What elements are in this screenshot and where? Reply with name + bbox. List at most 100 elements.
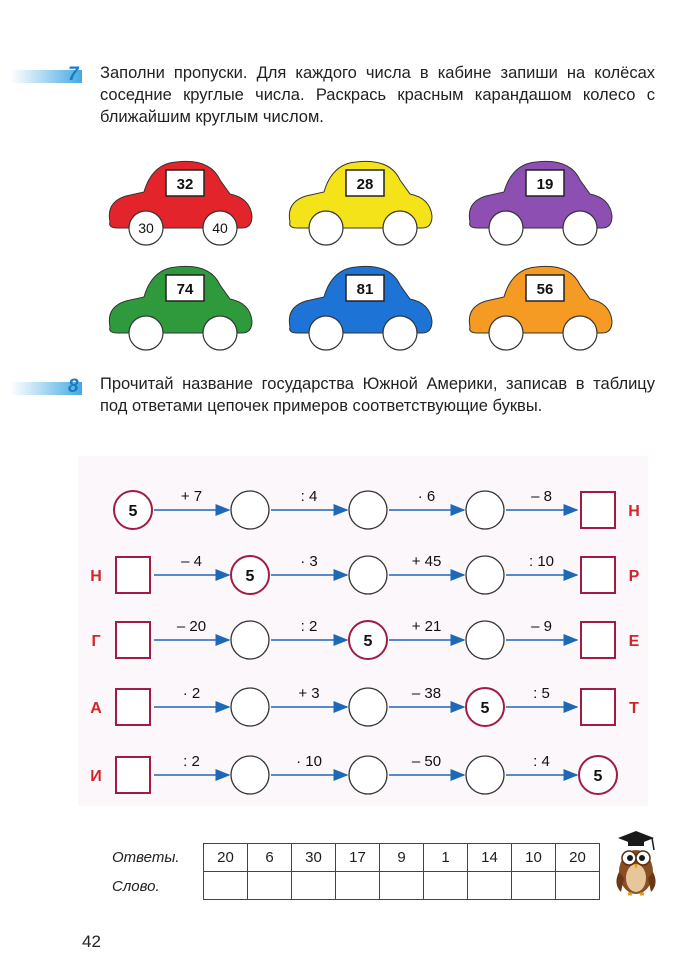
chain-start-letter: Г <box>91 633 100 650</box>
chain-start-number: 5 <box>481 700 490 717</box>
chain-start-letter: А <box>90 700 102 717</box>
car-cab-number: 74 <box>177 281 194 298</box>
chain-circle <box>230 755 270 795</box>
car-wheel-left <box>308 315 344 351</box>
car-wheel-right <box>202 210 238 246</box>
chain-circle <box>465 490 505 530</box>
word-letter-cell[interactable] <box>291 871 336 900</box>
chain-circle <box>230 687 270 727</box>
answer-cell: 6 <box>247 843 292 872</box>
word-letter-cell[interactable] <box>555 871 600 900</box>
chain-circle <box>465 620 505 660</box>
chain-operation: · 6 <box>418 488 436 505</box>
chain-start-number: 5 <box>364 633 373 650</box>
chain-row-4: А Т 5 · 2 + 3 – 38 : 5 <box>90 685 639 727</box>
chain-circle <box>348 755 388 795</box>
chain-operation: : 10 <box>529 553 554 570</box>
chain-operation: : 4 <box>301 488 318 505</box>
chain-operation: + 3 <box>298 685 319 702</box>
car-cab-number: 28 <box>357 176 374 193</box>
chain-operation: : 2 <box>301 618 318 635</box>
chain-start-number: 5 <box>129 503 138 520</box>
car-cab-window <box>165 169 205 197</box>
answers-label: Ответы. <box>112 849 180 866</box>
task-8-marker <box>10 382 82 395</box>
answer-cell: 1 <box>423 843 468 872</box>
answer-cell: 20 <box>555 843 600 872</box>
car-3: 19 <box>468 160 613 246</box>
car-wheel-right <box>562 315 598 351</box>
chain-start-number: 5 <box>594 768 603 785</box>
answer-cell: 30 <box>291 843 336 872</box>
answer-square <box>115 756 151 794</box>
car-cab-number: 19 <box>537 176 554 193</box>
car-cab-number: 81 <box>357 281 374 298</box>
chain-circle <box>348 620 388 660</box>
chain-end-letter: Т <box>629 700 639 717</box>
car-cab-number: 56 <box>537 281 554 298</box>
task-7-marker <box>10 70 82 83</box>
answer-cell: 20 <box>203 843 248 872</box>
chain-operation: – 9 <box>531 618 552 635</box>
chain-operation: : 5 <box>533 685 550 702</box>
chain-operation: – 20 <box>177 618 206 635</box>
chain-operation: : 4 <box>533 753 550 770</box>
answer-square <box>115 556 151 594</box>
chain-end-letter: Е <box>629 633 640 650</box>
answer-square <box>115 688 151 726</box>
word-letter-cell[interactable] <box>247 871 292 900</box>
car-cab-number: 32 <box>177 176 194 193</box>
car-wheel-left <box>488 315 524 351</box>
chain-operation: – 8 <box>531 488 552 505</box>
chain-circle <box>465 555 505 595</box>
chain-operation: · 10 <box>296 753 322 770</box>
chain-row-1: Н 5 + 7 : 4 · 6 – 8 <box>113 488 640 530</box>
task-8-number: 8 <box>68 376 79 397</box>
car-wheel-right-number: 40 <box>212 220 228 236</box>
word-letter-cell[interactable] <box>335 871 380 900</box>
chain-operation: + 21 <box>412 618 442 635</box>
chain-operation: – 38 <box>412 685 441 702</box>
car-wheel-left <box>308 210 344 246</box>
chain-operation: – 4 <box>181 553 202 570</box>
word-letter-cell[interactable] <box>423 871 468 900</box>
word-label: Слово. <box>112 878 160 895</box>
chain-start-number: 5 <box>246 568 255 585</box>
car-cab-window <box>165 274 205 302</box>
word-letter-cell[interactable] <box>203 871 248 900</box>
chain-circle <box>465 755 505 795</box>
chain-circle <box>465 687 505 727</box>
answer-square <box>580 621 616 659</box>
chain-operation: + 7 <box>181 488 202 505</box>
chain-operation: · 3 <box>300 553 318 570</box>
chain-start-letter: Н <box>90 568 102 585</box>
chain-circle <box>348 555 388 595</box>
car-wheel-left <box>128 210 164 246</box>
answer-cell: 9 <box>379 843 424 872</box>
car-2: 28 <box>288 160 433 246</box>
answers-word-row <box>203 871 600 900</box>
word-letter-cell[interactable] <box>379 871 424 900</box>
car-6: 56 <box>468 265 613 351</box>
chain-end-letter: Н <box>628 503 640 520</box>
word-letter-cell[interactable] <box>467 871 512 900</box>
chain-row-3: Г Е 5 – 20 : 2 + 21 – 9 <box>91 618 640 660</box>
owl-scholar-icon <box>616 831 656 896</box>
chain-operation: · 2 <box>183 685 201 702</box>
car-wheel-left <box>128 315 164 351</box>
chain-circle <box>348 490 388 530</box>
car-cab-window <box>345 169 385 197</box>
car-wheel-left <box>488 210 524 246</box>
word-letter-cell[interactable] <box>511 871 556 900</box>
car-wheel-right <box>382 315 418 351</box>
chain-circle <box>578 755 618 795</box>
car-wheel-right <box>382 210 418 246</box>
answer-square <box>580 688 616 726</box>
answer-square <box>580 491 616 529</box>
car-cab-window <box>345 274 385 302</box>
